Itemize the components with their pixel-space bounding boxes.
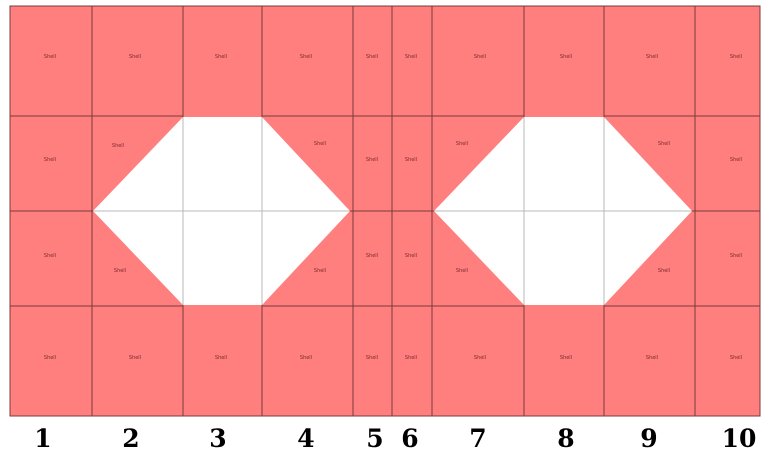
cell-label: Shell <box>215 54 227 60</box>
cell-label: Shell <box>646 54 658 60</box>
cell-label: Shell <box>730 157 742 163</box>
cell-label: Shell <box>474 54 486 60</box>
cell-label: Shell <box>44 54 56 60</box>
cell-label: Shell <box>129 355 141 361</box>
cell-label: Shell <box>44 355 56 361</box>
cell-label: Shell <box>405 253 417 259</box>
cell-label: Shell <box>366 54 378 60</box>
cell-label: Shell <box>366 253 378 259</box>
cell-label: Shell <box>215 355 227 361</box>
cell-label: Shell <box>658 268 670 274</box>
cell-label: Shell <box>405 355 417 361</box>
hole-grid-lines <box>93 117 692 305</box>
cell-label: Shell <box>366 157 378 163</box>
column-label-4: 4 <box>297 424 314 453</box>
column-label-6: 6 <box>401 424 418 453</box>
column-label-5: 5 <box>366 424 383 453</box>
cell-label: Shell <box>560 54 572 60</box>
cell-label: Shell <box>300 54 312 60</box>
column-label-2: 2 <box>122 424 139 453</box>
cell-label: Shell <box>129 54 141 60</box>
cell-label: Shell <box>456 141 468 147</box>
cell-label: Shell <box>44 253 56 259</box>
cell-label: Shell <box>314 141 326 147</box>
cell-label: Shell <box>114 268 126 274</box>
cell-label: Shell <box>405 157 417 163</box>
column-label-1: 1 <box>34 424 51 453</box>
cell-label: Shell <box>730 355 742 361</box>
cell-label: Shell <box>44 157 56 163</box>
cell-label: Shell <box>474 355 486 361</box>
cell-label: Shell <box>456 268 468 274</box>
element-grid <box>9 5 761 417</box>
column-label-3: 3 <box>209 424 226 453</box>
cell-label: Shell <box>405 54 417 60</box>
cell-label: Shell <box>560 355 572 361</box>
cell-label: Shell <box>658 141 670 147</box>
column-label-10: 10 <box>722 424 757 453</box>
cell-label: Shell <box>366 355 378 361</box>
cell-label: Shell <box>646 355 658 361</box>
cell-label: Shell <box>300 355 312 361</box>
cell-label: Shell <box>314 268 326 274</box>
column-label-7: 7 <box>469 424 486 453</box>
column-label-9: 9 <box>640 424 657 453</box>
column-label-8: 8 <box>557 424 574 453</box>
cell-label: Shell <box>730 54 742 60</box>
cell-label: Shell <box>112 143 124 149</box>
cell-label: Shell <box>730 253 742 259</box>
column-labels: 1 2 3 4 5 6 7 8 9 10 <box>34 424 756 453</box>
